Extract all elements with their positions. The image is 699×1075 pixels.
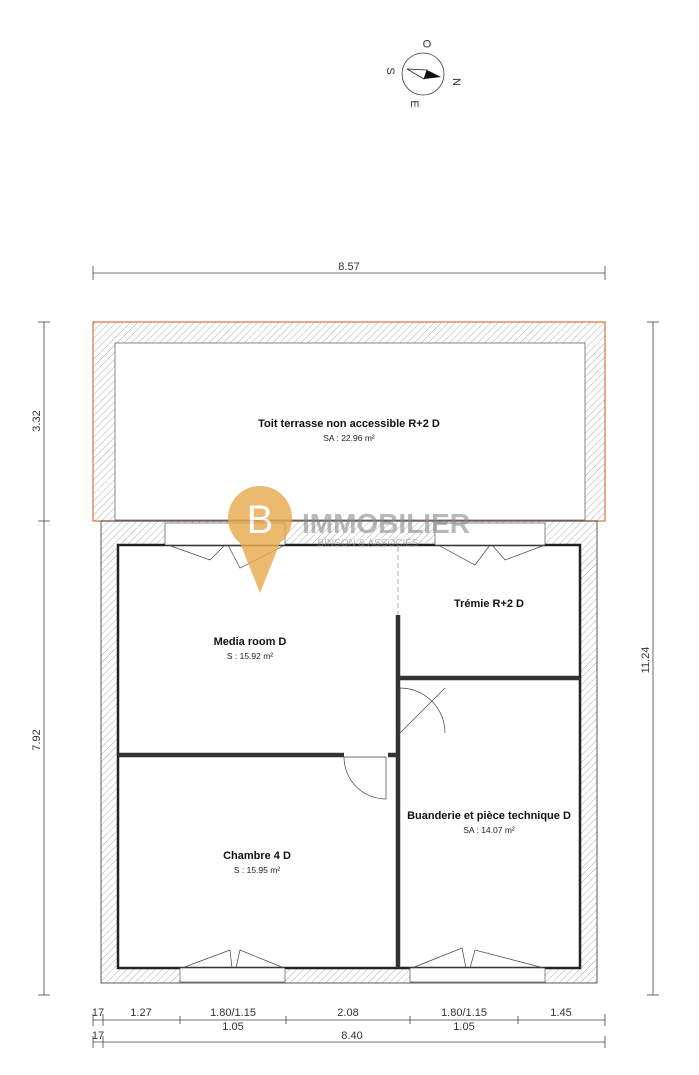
dimension-label: 1.80/1.15 (210, 1007, 256, 1019)
svg-text:BINSON & ASSOCIÉS: BINSON & ASSOCIÉS (317, 536, 418, 549)
svg-text:B: B (247, 498, 274, 542)
compass-east: E (408, 100, 420, 107)
room-area: SA : 14.07 m² (463, 825, 515, 835)
room-name: Chambre 4 D (223, 850, 291, 862)
dimension-label: 17 (92, 1007, 104, 1019)
dimension-label: 1.05 (222, 1021, 243, 1033)
dimension-label: 8.40 (341, 1030, 362, 1042)
room-name: Buanderie et pièce technique D (407, 810, 571, 822)
room-name: Media room D (214, 636, 287, 648)
room-area: SA : 22.96 m² (323, 433, 375, 443)
compass-south: S (384, 67, 396, 74)
room-terrace: Toit terrasse non accessible R+2 D SA : … (258, 418, 440, 443)
interior-walls (118, 547, 580, 968)
watermark-logo: B IMMOBILIER BINSON & ASSOCIÉS (228, 486, 470, 593)
room-media: Media room D S : 15.92 m² (214, 636, 287, 661)
dimension-label: 1.27 (130, 1007, 151, 1019)
svg-text:IMMOBILIER: IMMOBILIER (302, 508, 470, 539)
dimension-label: 3.32 (31, 410, 43, 431)
room-chambre: Chambre 4 D S : 15.95 m² (223, 850, 291, 875)
room-tremie: Trémie R+2 D (454, 598, 524, 610)
room-name: Toit terrasse non accessible R+2 D (258, 418, 440, 430)
compass-north: N (450, 78, 462, 86)
dimension-label: 1.80/1.15 (441, 1007, 487, 1019)
dimension-label: 8.57 (338, 261, 359, 273)
dimension-label: 2.08 (337, 1007, 358, 1019)
room-name: Trémie R+2 D (454, 598, 524, 610)
dimension-label: 1.45 (550, 1007, 571, 1019)
room-area: S : 15.92 m² (227, 651, 273, 661)
dimension-label: 17 (92, 1030, 104, 1042)
dimension-label: 7.92 (31, 729, 43, 750)
terrace (92, 321, 606, 522)
dimension-right: 11.24 (640, 321, 659, 996)
dimension-bottom: 17 1.27 1.80/1.15 2.08 1.80/1.15 1.45 1.… (92, 1007, 606, 1048)
dimension-label: 1.05 (453, 1021, 474, 1033)
room-area: S : 15.95 m² (234, 865, 280, 875)
dimension-top: 8.57 (92, 261, 606, 280)
dimension-left: 3.32 7.92 (31, 321, 50, 996)
compass-icon: O N S E (384, 37, 462, 108)
dimension-label: 11.24 (640, 647, 652, 674)
compass-west: O (422, 37, 431, 49)
exterior-walls (100, 520, 598, 984)
room-buanderie: Buanderie et pièce technique D SA : 14.0… (407, 810, 571, 835)
